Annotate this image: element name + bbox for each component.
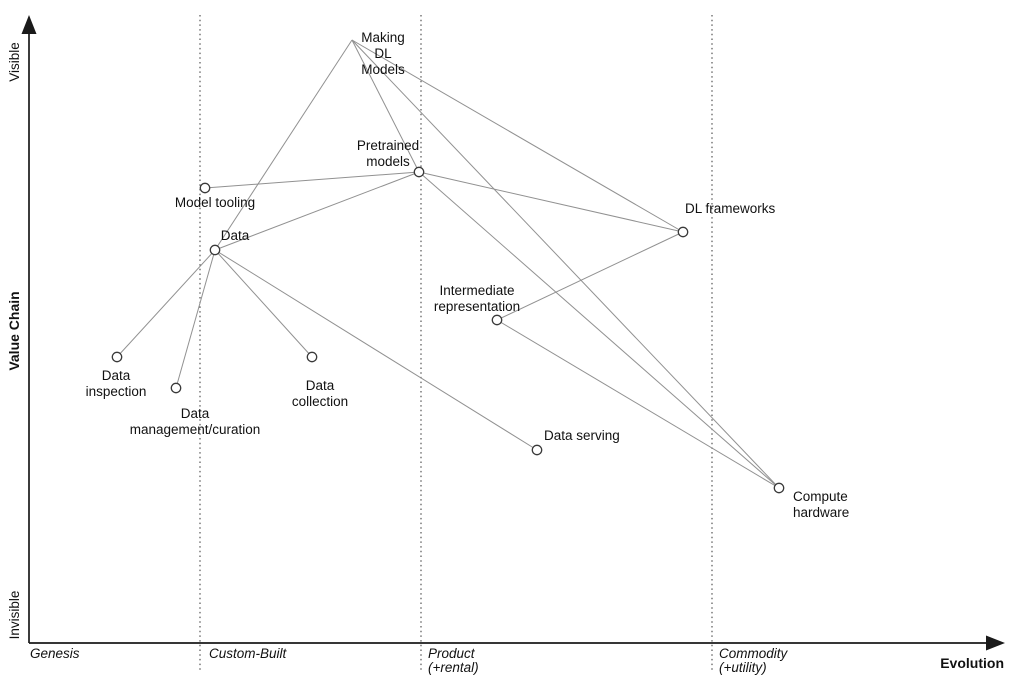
node-label-line: Data <box>181 406 210 421</box>
node-label-line: management/curation <box>130 422 261 437</box>
edge-data--data-serving <box>214 249 538 451</box>
edge-making-dl-models--compute-hardware <box>351 39 780 489</box>
node-label-data: Data <box>221 228 250 243</box>
node-model-tooling[interactable] <box>199 182 211 194</box>
node-intermediate-representation[interactable] <box>491 314 503 326</box>
node-label-line: models <box>366 154 410 169</box>
node-data[interactable] <box>209 244 221 256</box>
node-label-line: Data <box>102 368 131 383</box>
stage-label: Genesis <box>30 646 80 661</box>
stage-label-line: Genesis <box>30 646 80 661</box>
edge-pretrained-models--data <box>214 171 420 251</box>
stage-label: Commodity(+utility) <box>719 646 789 675</box>
node-label-line: DL frameworks <box>685 201 776 216</box>
edge-making-dl-models--data <box>214 39 353 251</box>
stage-label-line: (+utility) <box>719 660 767 675</box>
x-axis-arrow-icon <box>986 635 1005 651</box>
edge-data--data-inspection <box>116 249 216 358</box>
node-label-line: Making <box>361 30 405 45</box>
edge-intermediate-representation--dl-frameworks <box>496 231 684 321</box>
node-data-management-curation[interactable] <box>170 382 182 394</box>
node-label-line: Data <box>306 378 335 393</box>
node-label-line: Data <box>221 228 250 243</box>
node-compute-hardware[interactable] <box>773 482 785 494</box>
node-label-line: Compute <box>793 489 848 504</box>
node-dl-frameworks[interactable] <box>677 226 689 238</box>
node-label-line: Models <box>361 62 405 77</box>
edge-pretrained-models--compute-hardware <box>418 171 780 489</box>
edge-making-dl-models--dl-frameworks <box>351 39 684 233</box>
node-label-line: Intermediate <box>439 283 514 298</box>
node-label-data-serving: Data serving <box>544 428 620 443</box>
node-label-line: Pretrained <box>357 138 419 153</box>
y-axis-bottom-label: Invisible <box>7 591 22 640</box>
edge-intermediate-representation--compute-hardware <box>496 319 780 489</box>
y-axis-top-label: Visible <box>7 42 22 82</box>
x-axis-title: Evolution <box>940 655 1004 671</box>
edge-data--data-collection <box>214 249 313 358</box>
node-label-line: DL <box>374 46 392 61</box>
node-label-line: hardware <box>793 505 849 520</box>
node-label-line: Data serving <box>544 428 620 443</box>
node-label-line: Model tooling <box>175 195 255 210</box>
stage-label-line: Commodity <box>719 646 789 661</box>
node-data-inspection[interactable] <box>111 351 123 363</box>
y-axis-title: Value Chain <box>6 291 22 370</box>
stage-label-line: (+rental) <box>428 660 479 675</box>
edge-data--data-management-curation <box>175 249 216 389</box>
node-data-serving[interactable] <box>531 444 543 456</box>
node-label-line: inspection <box>86 384 147 399</box>
node-label-dl-frameworks: DL frameworks <box>685 201 776 216</box>
stage-label-line: Product <box>428 646 476 661</box>
y-axis-arrow-icon <box>21 15 37 34</box>
edge-making-dl-models--pretrained-models <box>351 39 420 173</box>
node-pretrained-models[interactable] <box>413 166 425 178</box>
stage-label: Custom-Built <box>209 646 288 661</box>
stage-label-line: Custom-Built <box>209 646 288 661</box>
stage-label: Product(+rental) <box>428 646 479 675</box>
edge-pretrained-models--dl-frameworks <box>418 171 684 233</box>
node-label-line: collection <box>292 394 348 409</box>
node-label-model-tooling: Model tooling <box>175 195 255 210</box>
edge-pretrained-models--model-tooling <box>204 171 420 189</box>
node-label-line: representation <box>434 299 520 314</box>
node-data-collection[interactable] <box>306 351 318 363</box>
